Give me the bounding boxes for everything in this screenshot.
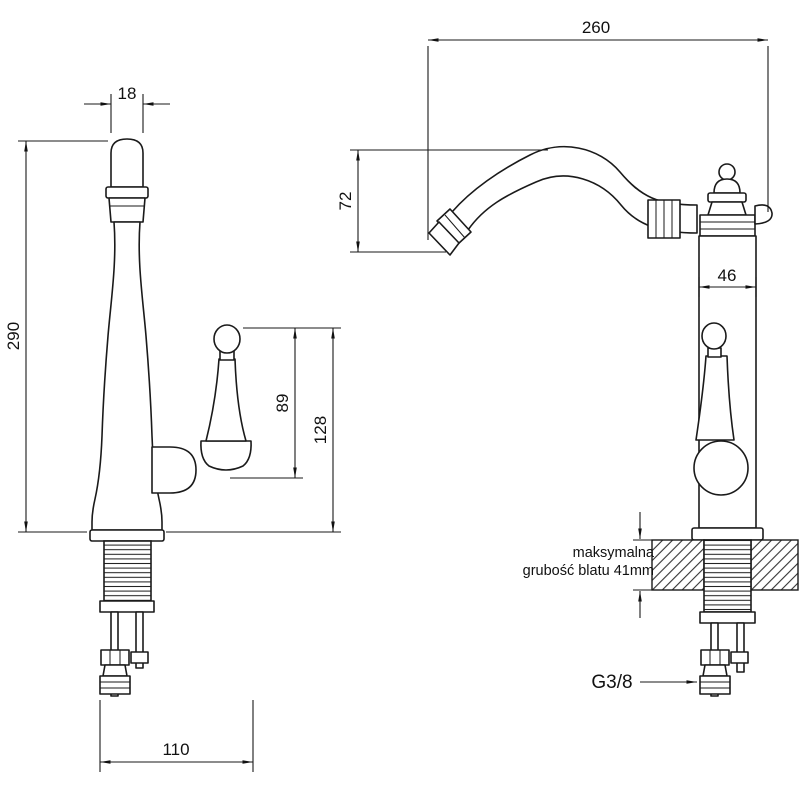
dim-total-height: 290 — [4, 140, 108, 533]
finial-ring — [707, 192, 747, 203]
side-hose-fitting — [699, 649, 731, 695]
side-handle-knob — [701, 322, 727, 350]
dim-handle-to-base: 128 — [166, 328, 341, 533]
dim-label-body-diameter: 46 — [718, 266, 737, 285]
side-valve-escutcheon — [693, 440, 749, 496]
front-nut-right — [130, 651, 149, 664]
dim-thread-size: G3/8 — [591, 672, 697, 693]
side-base-flange — [691, 527, 764, 541]
side-stud-right — [736, 622, 745, 673]
dim-label-handle-to-base: 128 — [311, 416, 330, 444]
side-handle-lever — [695, 355, 735, 441]
side-view: 260 72 46 maksymalna grubość blatu 4 — [336, 18, 799, 697]
counter-note-line2: grubość blatu 41mm — [523, 563, 654, 579]
side-aerator — [428, 208, 472, 256]
front-stud-right — [135, 611, 144, 669]
side-fitting-hex — [699, 675, 731, 695]
aerator-tip — [428, 221, 460, 256]
finial-ball — [718, 163, 736, 181]
side-fitting-taper — [702, 664, 728, 677]
front-handle — [200, 324, 252, 471]
side-spout-nut — [647, 199, 681, 239]
side-finial — [699, 163, 773, 237]
front-faucet-drawing — [89, 138, 252, 697]
front-valve-boss — [151, 446, 197, 494]
front-mounting-bracket — [99, 600, 155, 613]
dim-spout-reach: 260 — [427, 18, 769, 240]
finial-bell — [713, 178, 741, 194]
dim-label-thread-size: G3/8 — [591, 672, 632, 693]
countertop-left — [651, 539, 705, 591]
finial-taper — [707, 201, 747, 216]
front-collar — [108, 197, 146, 223]
front-hose-fitting — [99, 649, 131, 695]
counter-note-line1: maksymalna — [573, 545, 655, 561]
front-fitting-nut — [100, 649, 130, 666]
front-fitting-taper — [102, 664, 128, 677]
dim-mounting-width: 110 — [99, 700, 254, 772]
front-base-flange — [89, 529, 165, 542]
front-view: 18 290 89 128 — [4, 84, 341, 772]
front-handle-bell — [200, 440, 252, 471]
dim-label-total-height: 290 — [4, 322, 23, 350]
front-handle-lever — [205, 358, 247, 442]
front-dimensions: 18 290 89 128 — [4, 84, 341, 772]
aerator-rib — [444, 214, 466, 239]
dim-handle-to-joint: 89 — [230, 327, 341, 479]
dim-label-spout-tip-width: 18 — [118, 84, 137, 103]
side-handle — [693, 322, 749, 496]
finial-collar — [699, 214, 756, 237]
front-aerator-ring — [105, 186, 149, 199]
dim-body-diameter: 46 — [698, 266, 757, 297]
side-nut-right — [730, 651, 749, 664]
front-handle-knob — [213, 324, 241, 354]
dim-label-spout-drop: 72 — [336, 192, 355, 211]
dim-counter-thickness: maksymalna grubość blatu 41mm — [523, 512, 655, 618]
dim-spout-drop: 72 — [336, 149, 548, 253]
side-dimensions: 260 72 46 maksymalna grubość blatu 4 — [336, 18, 769, 693]
side-right-knob — [754, 204, 773, 225]
side-fitting-nut — [700, 649, 730, 666]
front-spout-tip — [110, 138, 144, 188]
dim-label-spout-reach: 260 — [582, 18, 610, 37]
front-fitting-hex — [99, 675, 131, 695]
dim-label-handle-to-joint: 89 — [273, 394, 292, 413]
dim-spout-tip-width: 18 — [84, 84, 170, 133]
front-threaded-shank — [103, 540, 152, 602]
side-threaded-shank — [703, 539, 752, 613]
side-faucet-drawing — [428, 145, 799, 697]
countertop-right — [750, 539, 799, 591]
side-mounting-bracket — [699, 611, 756, 624]
dim-label-mounting-width: 110 — [162, 740, 189, 759]
